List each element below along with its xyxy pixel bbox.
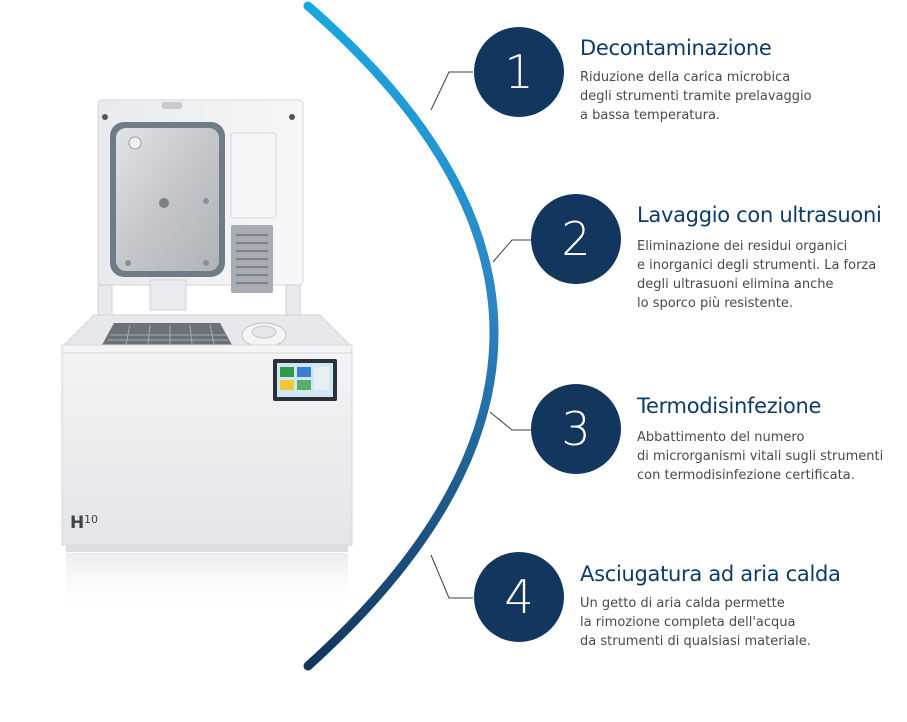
svg-text:H: H <box>70 513 84 533</box>
washer-device-illustration: H 10 <box>61 99 353 613</box>
step-3-description: Abbattimento del numero di microrganismi… <box>637 430 884 483</box>
step-3-number-badge: 3 <box>531 384 621 474</box>
connector-2 <box>492 239 532 263</box>
svg-text:10: 10 <box>84 513 98 526</box>
step-4-title: Asciugatura ad aria calda <box>580 562 841 586</box>
step-1-number-badge: 1 <box>474 27 564 117</box>
step-4-description: Un getto di aria calda permette la rimoz… <box>580 596 811 649</box>
connector-4 <box>430 554 473 599</box>
step-2-number-badge: 2 <box>531 194 621 284</box>
step-1-description: Riduzione della carica microbica degli s… <box>580 70 812 123</box>
step-2-description: Eliminazione dei residui organici e inor… <box>637 239 877 311</box>
connector-3 <box>489 411 533 431</box>
connector-1 <box>430 71 473 111</box>
step-1-title: Decontaminazione <box>580 36 772 60</box>
step-3-title: Termodisinfezione <box>637 394 822 418</box>
arc-curve <box>303 1 499 671</box>
step-2-title: Lavaggio con ultrasuoni <box>637 203 882 227</box>
step-4-number-badge: 4 <box>474 552 564 642</box>
